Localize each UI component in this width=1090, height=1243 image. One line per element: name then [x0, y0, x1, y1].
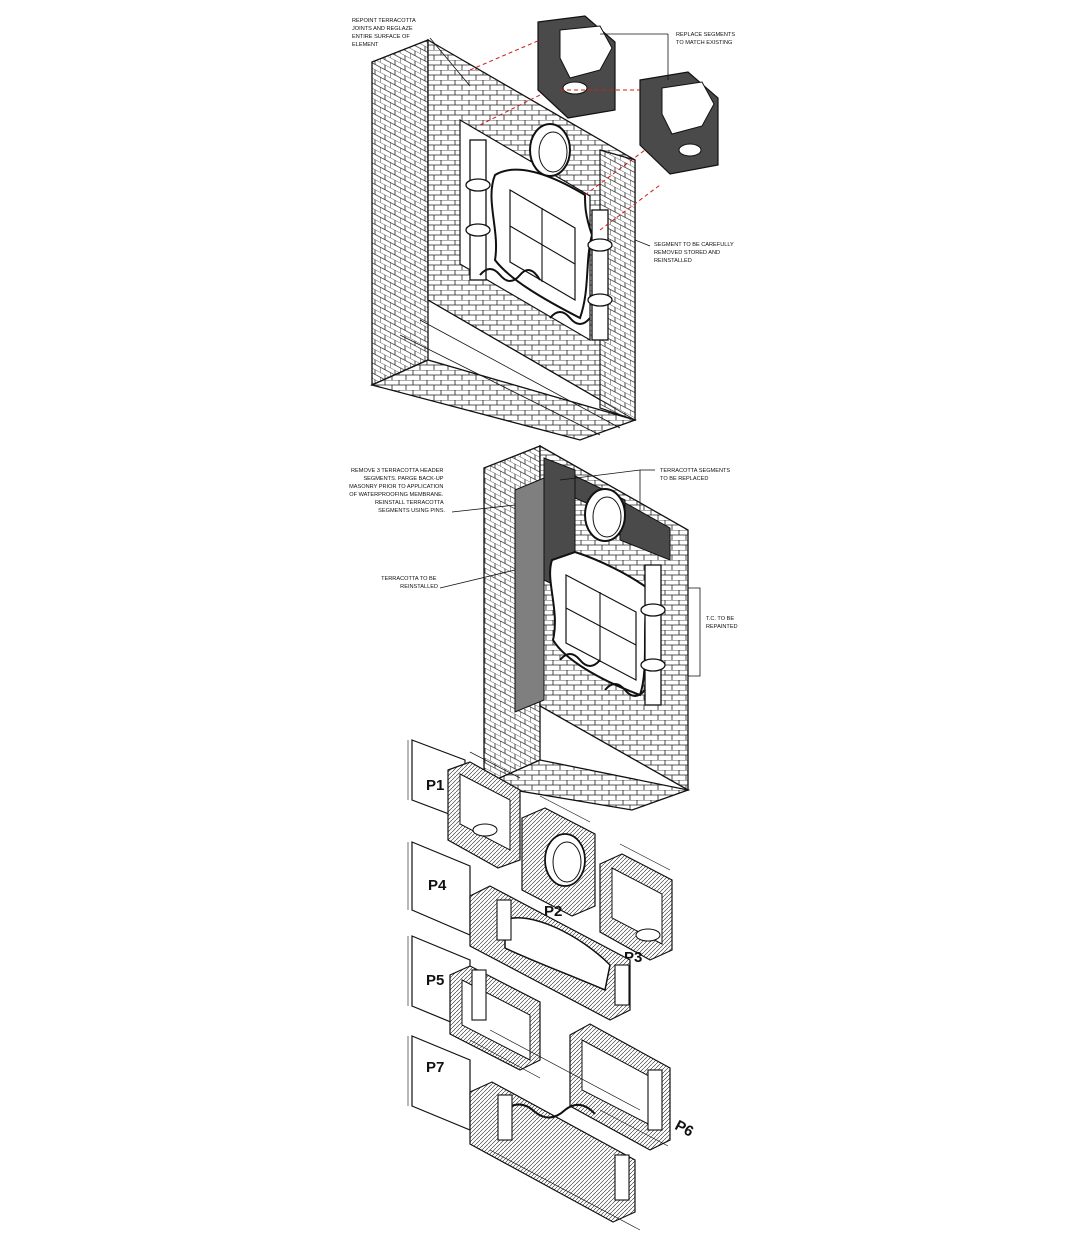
note-terracotta-reinstalled: TERRACOTTA TO BE REINSTALLED	[381, 576, 438, 590]
top-scroll-left	[479, 268, 541, 282]
note-segments-replaced: TERRACOTTA SEGMENTS TO BE REPLACED	[660, 468, 732, 482]
top-scroll-right	[549, 311, 591, 325]
top-exploded-piece-2	[639, 71, 719, 175]
note-remove-header: REMOVE 3 TERRACOTTA HEADER SEGMENTS. PAR…	[349, 468, 445, 514]
dimension-lines	[407, 740, 671, 1231]
piece-schedule: P1 P2 P3 P4	[407, 739, 696, 1231]
mid-column-right	[644, 564, 662, 706]
note-repoint: REPOINT TERRACOTTA JOINTS AND REGLAZE EN…	[352, 18, 417, 48]
label-p7: P7	[426, 1059, 444, 1076]
middle-wall-assembly: REMOVE 3 TERRACOTTA HEADER SEGMENTS. PAR…	[349, 444, 738, 811]
piece-p5: P5	[411, 935, 541, 1071]
mid-base	[481, 759, 691, 811]
note-replace-segments: REPLACE SEGMENTS TO MATCH EXISTING	[676, 32, 737, 46]
top-wall-assembly: REPOINT TERRACOTTA JOINTS AND REGLAZE EN…	[352, 15, 737, 441]
label-p6: P6	[672, 1117, 696, 1141]
top-left-pier	[371, 39, 429, 387]
explode-leaders	[469, 39, 661, 231]
piece-p4: P4	[411, 841, 631, 1021]
top-column-left	[469, 139, 487, 281]
piece-p6: P6	[569, 1023, 696, 1151]
piece-p7: P7	[411, 1035, 636, 1223]
note-tc-repainted: T.C. TO BE REPAINTED	[706, 616, 738, 630]
piece-p2: P2	[521, 807, 596, 920]
label-p5: P5	[426, 972, 444, 989]
label-p2: P2	[544, 903, 562, 920]
mid-reinstall-strip	[514, 477, 545, 713]
note-segment-removed: SEGMENT TO BE CAREFULLY REMOVED STORED A…	[654, 242, 735, 264]
label-p4: P4	[428, 877, 447, 894]
piece-p3: P3	[599, 853, 673, 966]
label-p1: P1	[426, 777, 444, 794]
top-exploded-piece-1	[537, 15, 616, 119]
